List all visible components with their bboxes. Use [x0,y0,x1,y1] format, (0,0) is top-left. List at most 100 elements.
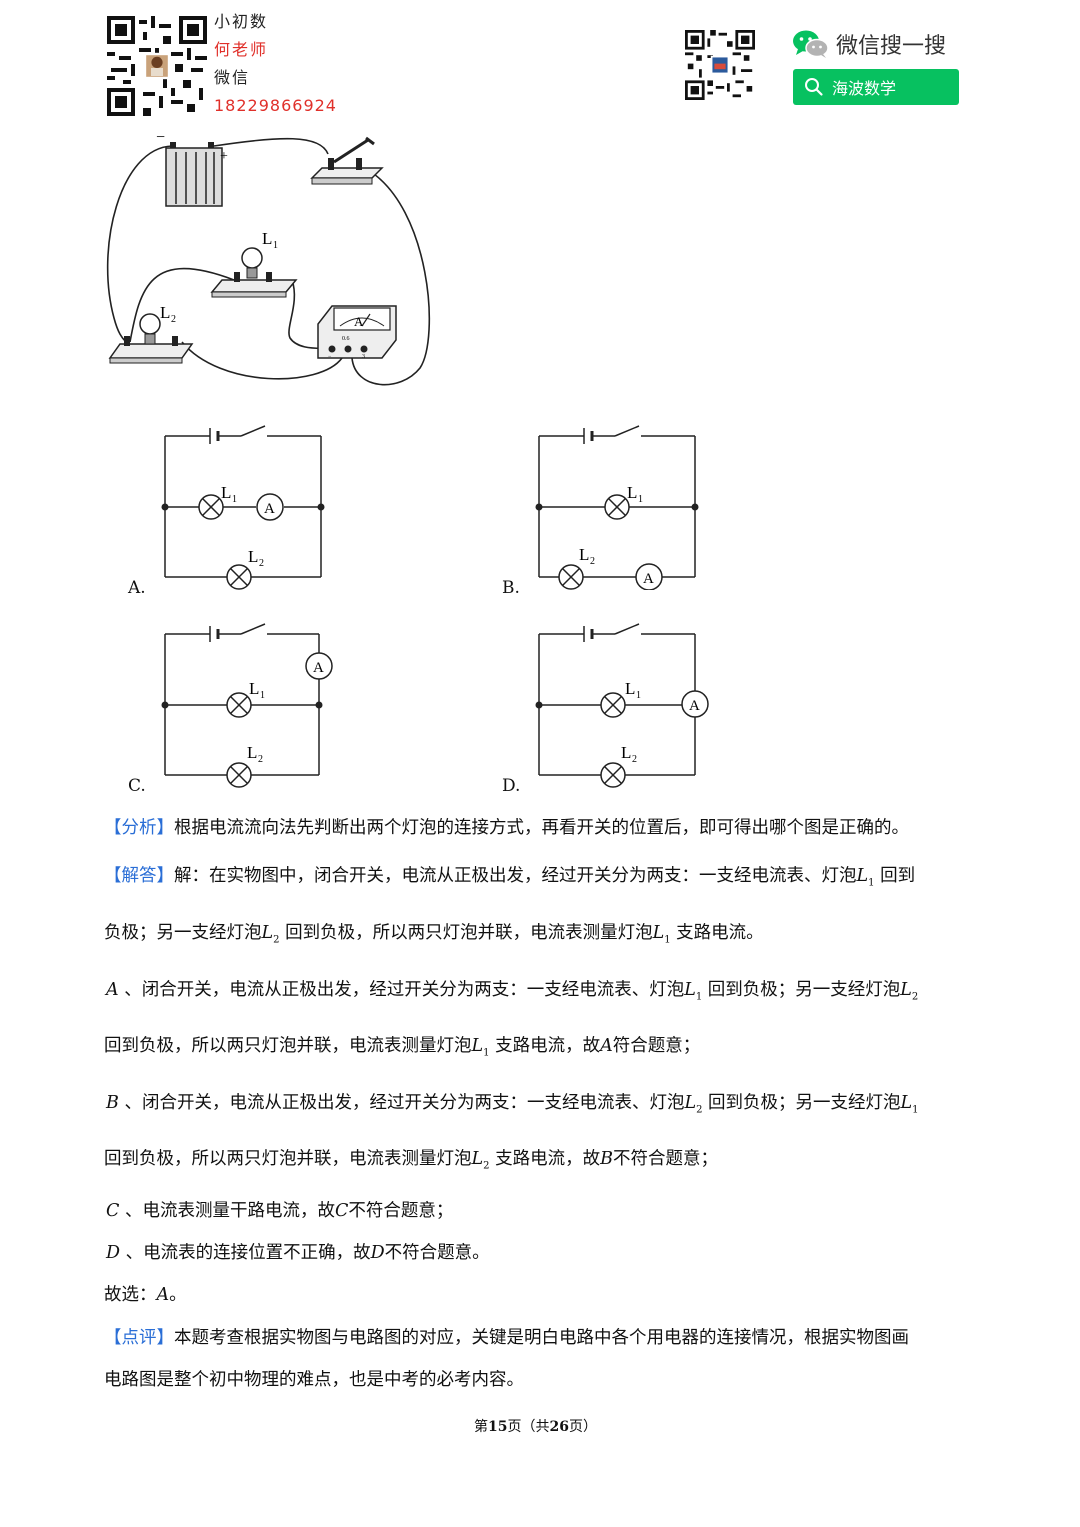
explain-text: 回到负极；另一支经灯泡 [707,980,901,1000]
explain-text: 不符合题意； [612,1149,718,1169]
answer-text: 回到 [880,866,916,886]
ammeter-device-icon: A − 0.6 3 [317,305,397,360]
choice-text: 故选： [104,1285,157,1305]
var-sub: 1 [868,877,875,889]
qr-code-contact [107,16,207,116]
comment-text: 本题考查根据实物图与电路图的对应，关键是明白电路中各个用电器的连接情况，根据实物… [174,1328,909,1348]
comment-line-1: 【点评】本题考查根据实物图与电路图的对应，关键是明白电路中各个用电器的连接情况，… [104,1324,909,1352]
answer-text: 支路电流。 [676,923,764,943]
final-choice: 故选：A。 [104,1281,187,1309]
explain-text: 、闭合开关，电流从正极出发，经过开关分为两支：一支经电流表、灯泡 [124,980,685,1000]
answer-text: 回到负极，所以两只灯泡并联，电流表测量灯泡 [285,923,653,943]
var-sub: 2 [696,1104,703,1116]
option-b-l2-label: L [579,545,589,564]
option-a-letter[interactable]: A. [128,578,146,598]
var-l: L [471,1149,484,1169]
option-c-diagram: A L 1 L 2 [161,623,333,788]
figure-ammeter-label: A [354,314,364,329]
contact-phone: 18229866924 [214,96,337,115]
explain-text: 、电流表的连接位置不正确，故 [125,1243,371,1263]
knife-switch-icon [310,136,384,185]
answer-tag: 【解答】 [104,866,174,886]
explain-text: 不符合题意； [348,1201,454,1221]
wechat-search-button[interactable]: 海波数学 [793,69,959,105]
var-option: A [600,1036,613,1056]
var-option: B [106,1093,119,1113]
search-icon [805,78,823,96]
bulb-l2-icon: L 2 [108,303,194,364]
var-option: A [106,980,119,1000]
answer-text: 负极；另一支经灯泡 [104,923,262,943]
explain-text: 支路电流，故 [495,1036,601,1056]
option-c-explain: C 、电流表测量干路电流，故C不符合题意； [106,1197,453,1225]
terminal-label-06: 0.6 [342,336,350,342]
option-b-l1-label: L [627,483,637,502]
option-d-explain: D 、电流表的连接位置不正确，故D不符合题意。 [106,1239,490,1267]
contact-line-3: 微信 [214,68,251,87]
comment-tag: 【点评】 [104,1328,174,1348]
var-option: B [600,1149,613,1169]
option-c-l2-label: L [247,743,257,762]
option-c-l1-sub: 1 [260,690,265,701]
comment-line-2: 电路图是整个初中物理的难点，也是中考的必考内容。 [104,1366,524,1394]
contact-line-1: 小初数 [214,12,269,31]
page-number: 15 [488,1419,508,1435]
option-c-l1-label: L [249,679,259,698]
option-a-ammeter-label: A [264,501,275,517]
option-a-explain-line-1: A 、闭合开关，电流从正极出发，经过开关分为两支：一支经电流表、灯泡L1 回到负… [106,976,918,1012]
option-d-l1-sub: 1 [636,690,641,701]
explain-text: 、电流表测量干路电流，故 [124,1201,335,1221]
page-total: 26 [549,1419,569,1435]
explain-text: 回到负极，所以两只灯泡并联，电流表测量灯泡 [104,1149,472,1169]
var-option: C [106,1201,120,1221]
answer-line-1: 【解答】解：在实物图中，闭合开关，电流从正极出发，经过开关分为两支：一支经电流表… [104,862,915,898]
var-option: C [334,1201,349,1221]
option-d-l2-label: L [621,743,631,762]
option-d-l2-sub: 2 [632,754,637,765]
option-d-diagram: A L 1 L 2 [535,623,709,788]
var-sub: 1 [912,1104,919,1116]
footer-text: 第 [474,1419,488,1435]
option-d-letter[interactable]: D. [502,776,521,796]
option-b-ammeter-label: A [643,571,654,587]
contact-block: 小初数 何老师 微信 18229866924 [214,8,337,120]
page-footer: 第15页（共26页） [474,1416,597,1436]
option-a-l1-label: L [221,483,231,502]
physical-circuit-figure: − + L 1 L 2 A − 0.6 3 [106,129,431,386]
var-option: D [370,1243,385,1263]
option-c-letter[interactable]: C. [128,776,146,796]
var-sub: 2 [483,1160,490,1172]
var-option: D [106,1243,121,1263]
option-a-l1-sub: 1 [232,494,237,505]
option-c-ammeter-label: A [313,660,324,676]
analysis-text: 根据电流流向法先判断出两个灯泡的连接方式，再看开关的位置后，即可得出哪个图是正确… [174,818,909,838]
explain-text: 回到负极；另一支经灯泡 [708,1093,901,1113]
explain-text: 回到负极，所以两只灯泡并联，电流表测量灯泡 [104,1036,472,1056]
analysis-paragraph: 【分析】根据电流流向法先判断出两个灯泡的连接方式，再看开关的位置后，即可得出哪个… [104,814,909,842]
explain-text: 符合题意； [612,1036,701,1056]
explain-text: 不符合题意。 [384,1243,490,1263]
var-l: L [900,980,912,1000]
analysis-tag: 【分析】 [104,818,174,838]
var-l: L [684,1093,697,1113]
choice-letter: A [156,1285,170,1305]
option-b-letter[interactable]: B. [502,578,520,598]
terminal-label-3: 3 [362,354,365,360]
comment-text: 电路图是整个初中物理的难点，也是中考的必考内容。 [104,1370,524,1390]
var-sub: 1 [483,1047,490,1059]
footer-text: 页） [568,1419,597,1435]
option-d-ammeter-label: A [689,698,700,714]
var-sub: 1 [695,991,703,1003]
option-c-l2-sub: 2 [258,754,263,765]
explain-text: 支路电流，故 [495,1149,601,1169]
option-b-explain-line-1: B 、闭合开关，电流从正极出发，经过开关分为两支：一支经电流表、灯泡L2 回到负… [106,1089,919,1125]
search-button-label: 海波数学 [832,79,897,98]
explain-text: 、闭合开关，电流从正极出发，经过开关分为两支：一支经电流表、灯泡 [124,1093,685,1113]
var-l: L [684,980,696,1000]
contact-line-2: 何老师 [214,40,269,59]
choice-text: 。 [169,1285,187,1305]
option-b-l1-sub: 1 [638,494,643,505]
option-a-diagram: A L 1 L 2 [161,425,325,590]
footer-text: 页（共 [507,1419,550,1435]
terminal-label-neg: − [328,354,332,360]
